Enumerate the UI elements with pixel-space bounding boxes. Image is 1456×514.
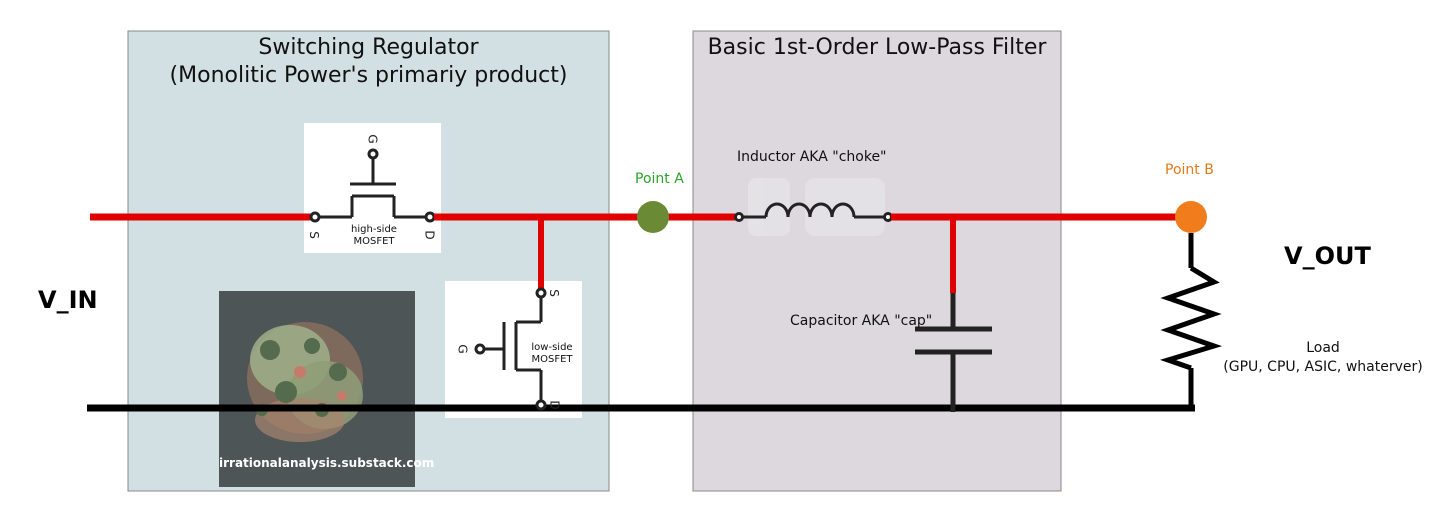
low-side-pin-g: G <box>455 344 470 354</box>
v-in-label: V_IN <box>38 286 98 314</box>
high-side-mosfet-symbol <box>309 148 436 223</box>
high-side-pin-s: S <box>306 231 321 239</box>
high-side-mosfet-label: high-side MOSFET <box>338 224 410 248</box>
capacitor-label: Capacitor AKA "cap" <box>790 313 933 329</box>
load-label: Load (GPU, CPU, ASIC, whaterver) <box>1208 339 1438 377</box>
load-label-line1: Load <box>1306 340 1340 356</box>
low-side-mosfet-label: low-side MOSFET <box>524 342 580 366</box>
point-a-label: Point A <box>635 171 684 187</box>
capacitor-symbol <box>915 293 992 412</box>
filter-title: Basic 1st-Order Low-Pass Filter <box>707 35 1047 60</box>
high-side-mosfet-tile <box>304 123 441 253</box>
point-b-node <box>1175 201 1207 233</box>
high-side-label-line1: high-side <box>351 224 397 235</box>
low-side-mosfet-tile <box>445 281 582 418</box>
high-side-pin-g: G <box>365 134 380 144</box>
high-side-label-line2: MOSFET <box>353 236 395 247</box>
regulator-title-line2: (Monolitic Power's primariy product) <box>169 63 568 88</box>
high-side-pin-d: D <box>422 230 437 240</box>
low-side-label-line2: MOSFET <box>531 354 573 365</box>
point-a-node <box>637 201 669 233</box>
load-resistor-symbol <box>1159 233 1223 410</box>
filter-box <box>692 30 1062 492</box>
low-side-pin-d: D <box>547 400 562 410</box>
low-side-pin-s: S <box>546 289 561 297</box>
regulator-title-line1: Switching Regulator <box>258 35 479 60</box>
low-side-label-line1: low-side <box>531 342 573 353</box>
load-label-line2: (GPU, CPU, ASIC, whaterver) <box>1223 359 1423 375</box>
inductor-symbol <box>734 202 893 222</box>
point-b-label: Point B <box>1165 162 1214 178</box>
v-out-label: V_OUT <box>1284 242 1371 270</box>
watermark-text: irrationalanalysis.substack.com <box>219 456 435 470</box>
inductor-label: Inductor AKA "choke" <box>737 149 887 165</box>
low-side-mosfet-symbol <box>474 287 547 411</box>
